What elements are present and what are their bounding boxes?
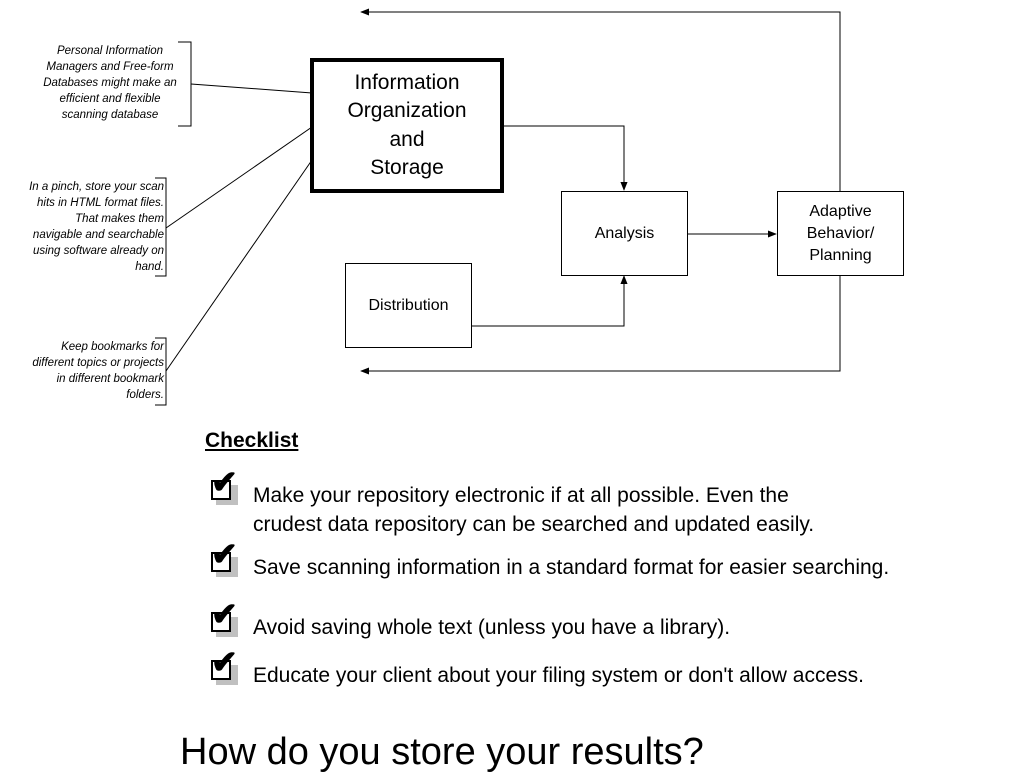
arrow-storage-to-analysis — [502, 125, 628, 191]
checkbox-frame — [211, 480, 231, 500]
box-adaptive-behavior: Adaptive Behavior/ Planning — [777, 191, 904, 276]
checklist-item: ✔ Make your repository electronic if at … — [210, 465, 815, 539]
box-distribution-label: Distribution — [368, 296, 449, 314]
note-html-files: In a pinch, store your scan hits in HTML… — [29, 181, 164, 273]
checkmark-icon: ✔ — [211, 596, 238, 632]
arrow-distribution-to-analysis — [471, 275, 628, 327]
checkbox-frame — [211, 660, 231, 680]
checkbox[interactable]: ✔ — [210, 597, 240, 637]
note-bracket-2 — [155, 177, 167, 277]
note-bracket-3 — [155, 337, 167, 406]
checkmark-icon: ✔ — [211, 536, 238, 572]
checklist-item-text: Make your repository electronic if at al… — [253, 484, 815, 536]
box-analysis-label: Analysis — [594, 224, 655, 242]
box-information-storage-label: Information Organization and Storage — [347, 70, 467, 180]
checklist-item-text: Educate your client about your filing sy… — [253, 664, 864, 687]
box-distribution: Distribution — [345, 263, 472, 348]
checkbox[interactable]: ✔ — [210, 645, 240, 685]
leader-line-2 — [165, 126, 313, 229]
checklist-item: ✔ Educate your client about your filing … — [210, 645, 864, 690]
checkbox[interactable]: ✔ — [210, 537, 240, 577]
checkbox-frame — [211, 552, 231, 572]
checklist-title: Checklist — [205, 429, 299, 452]
checklist-item: ✔ Save scanning information in a standar… — [210, 537, 890, 582]
note-bookmarks: Keep bookmarks for different topics or p… — [32, 341, 164, 401]
box-analysis: Analysis — [561, 191, 688, 276]
checkmark-icon: ✔ — [211, 644, 238, 680]
leader-line-1 — [190, 83, 313, 94]
checkbox[interactable]: ✔ — [210, 465, 240, 505]
checkmark-icon: ✔ — [211, 464, 238, 500]
checklist-item-text: Avoid saving whole text (unless you have… — [253, 616, 731, 639]
checklist-item: ✔ Avoid saving whole text (unless you ha… — [210, 597, 731, 642]
page-title: How do you store your results? — [180, 731, 704, 773]
box-information-storage: Information Organization and Storage — [310, 58, 504, 193]
checklist-item-text: Save scanning information in a standard … — [253, 556, 890, 579]
arrow-feedback-top — [360, 8, 841, 191]
box-adaptive-behavior-label: Adaptive Behavior/ Planning — [806, 202, 875, 264]
leader-line-3 — [165, 159, 313, 372]
arrow-feedback-bottom — [360, 275, 841, 375]
checkbox-frame — [211, 612, 231, 632]
note-pim-databases: Personal Information Managers and Free-f… — [43, 45, 177, 121]
